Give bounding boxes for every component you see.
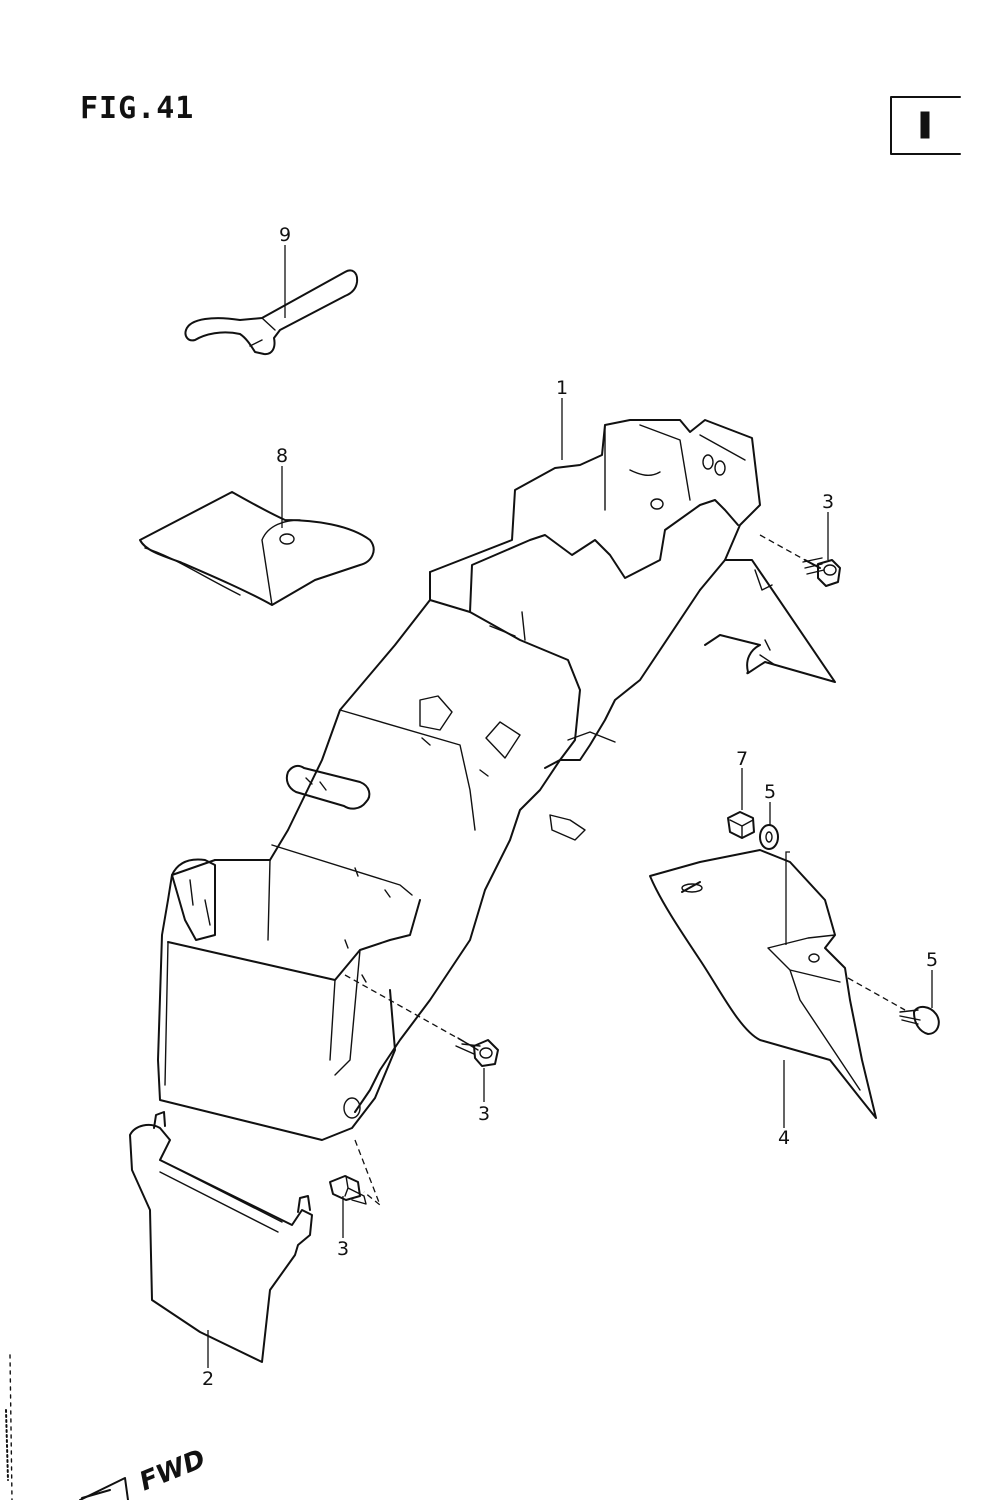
side-cover-part-4 xyxy=(649,849,877,1119)
callout-part-5-upper: 5 xyxy=(764,781,776,803)
washer-part-5-upper xyxy=(759,824,779,850)
callout-part-5-lower: 5 xyxy=(926,949,938,971)
bolt-part-3-upper xyxy=(802,557,841,587)
tool-wrench-part-9 xyxy=(184,269,359,356)
bolt-part-3-lower xyxy=(329,1175,367,1205)
callout-part-3-middle: 3 xyxy=(478,1103,490,1125)
mud-flap-part-2 xyxy=(129,1111,313,1363)
callout-labels: 9 8 1 3 7 5 5 3 4 3 2 xyxy=(202,224,938,1390)
callout-part-4: 4 xyxy=(778,1127,790,1149)
leader-lines xyxy=(207,245,933,1368)
callout-part-9: 9 xyxy=(279,224,291,246)
bolt-part-3-middle xyxy=(455,1037,499,1067)
callout-part-3-upper: 3 xyxy=(822,491,834,513)
fwd-direction-marker: FWD xyxy=(79,1444,210,1500)
screw-part-5-lower xyxy=(899,1006,940,1035)
figure-title: FIG.41 xyxy=(80,91,194,126)
nut-part-7 xyxy=(727,811,755,839)
callout-part-3-lower: 3 xyxy=(337,1238,349,1260)
callout-part-2: 2 xyxy=(202,1368,214,1390)
rear-fender-part-1 xyxy=(157,419,836,1141)
tool-bag-part-8 xyxy=(139,491,375,606)
scan-edge-artifact xyxy=(5,1354,13,1500)
fwd-label: FWD xyxy=(135,1444,209,1497)
callout-part-8: 8 xyxy=(276,445,288,467)
section-marker xyxy=(890,96,961,155)
callout-part-1: 1 xyxy=(556,377,568,399)
callout-part-7: 7 xyxy=(736,748,748,770)
